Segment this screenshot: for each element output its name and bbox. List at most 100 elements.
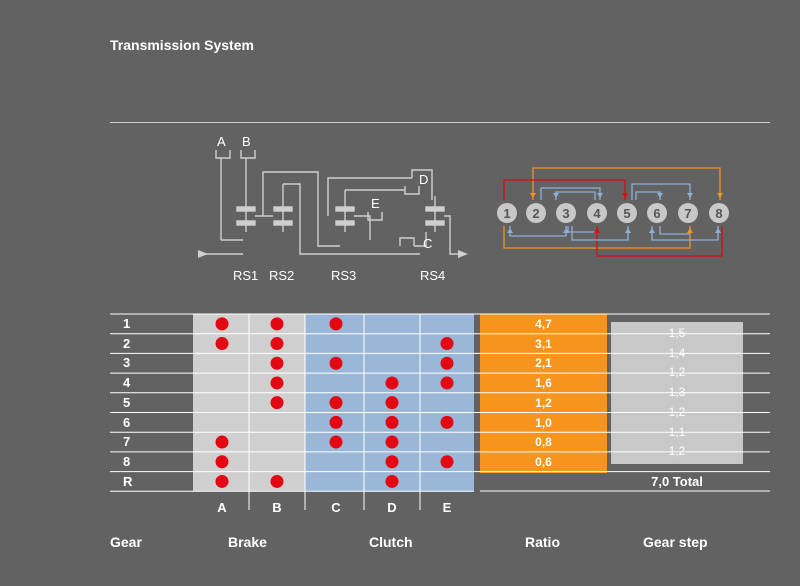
arrowhead xyxy=(649,228,655,233)
engaged-dot xyxy=(385,376,399,390)
gear-row-label: 8 xyxy=(123,453,131,469)
engaged-dot xyxy=(215,474,229,488)
total-ratio-spread: 7,0 Total xyxy=(651,474,703,489)
gear-row-label: 1 xyxy=(123,316,131,331)
gearset-label-rs4: RS4 xyxy=(420,268,445,283)
ratio-value: 1,6 xyxy=(535,376,552,391)
arrowhead xyxy=(597,193,603,198)
gear-step-value: 1,5 xyxy=(668,326,686,340)
gear-step-value: 1,2 xyxy=(668,404,686,419)
node-label: 8 xyxy=(715,206,722,221)
page-title: Transmission System xyxy=(110,37,254,53)
column-letter: A xyxy=(217,500,227,515)
node-6 xyxy=(647,203,667,223)
node-8 xyxy=(709,203,729,223)
engaged-dot xyxy=(329,317,343,331)
node-5 xyxy=(617,203,637,223)
engaged-dot xyxy=(329,396,343,410)
footer-ratio: Ratio xyxy=(525,534,560,550)
gear-row-label: 5 xyxy=(123,394,131,410)
gear-row-label: 6 xyxy=(123,414,131,430)
arrowhead xyxy=(530,193,536,198)
ratio-value: 0,6 xyxy=(535,454,552,469)
gear-step-value: 1,2 xyxy=(668,365,686,380)
node-label: 4 xyxy=(593,206,601,221)
footer-brake: Brake xyxy=(228,534,267,550)
engaged-dot xyxy=(215,317,229,331)
column-letter: E xyxy=(442,500,452,515)
footer-gear-step: Gear step xyxy=(643,534,708,550)
footer-clutch: Clutch xyxy=(369,534,413,550)
node-1 xyxy=(497,203,517,223)
clutch-label-c: C xyxy=(423,236,432,251)
brake-label-b: B xyxy=(242,134,251,149)
engaged-dot xyxy=(270,396,284,410)
node-4 xyxy=(587,203,607,223)
engaged-dot xyxy=(215,337,229,351)
arrowhead xyxy=(625,228,631,233)
gearset-label-rs1: RS1 xyxy=(233,268,258,283)
node-label: 5 xyxy=(623,206,630,221)
brake-label-a: A xyxy=(217,134,226,149)
clutch-label-e: E xyxy=(371,196,380,211)
column-letter: D xyxy=(387,500,397,515)
engaged-dot xyxy=(440,337,454,351)
engaged-dot xyxy=(385,435,399,449)
node-2 xyxy=(526,203,546,223)
arrowhead xyxy=(594,228,600,233)
engaged-dot xyxy=(385,415,399,429)
ratio-value: 2,1 xyxy=(535,356,552,371)
top-divider xyxy=(110,122,770,123)
gear-row-label: 3 xyxy=(123,355,131,371)
ratio-column-bg xyxy=(480,314,607,473)
arrowhead xyxy=(507,228,513,233)
engaged-dot xyxy=(440,415,454,429)
engaged-dot xyxy=(440,376,454,390)
arrowhead xyxy=(657,193,663,198)
gear-row-label: 7 xyxy=(123,434,131,450)
ratio-value: 0,8 xyxy=(535,435,552,450)
gear-row-label: R xyxy=(123,473,133,489)
gear-row-label: 2 xyxy=(123,335,131,351)
arrowhead xyxy=(715,228,721,233)
arrowhead xyxy=(553,193,559,198)
ratio-value: 1,0 xyxy=(535,415,552,430)
node-label: 1 xyxy=(503,206,510,221)
node-label: 7 xyxy=(684,206,691,221)
engaged-dot xyxy=(270,356,284,370)
engaged-dot xyxy=(329,356,343,370)
node-label: 3 xyxy=(562,206,569,221)
column-letter: B xyxy=(272,500,282,515)
node-label: 2 xyxy=(532,206,539,221)
gear-step-value: 1,2 xyxy=(668,444,686,459)
arrowhead xyxy=(687,193,693,198)
node-label: 6 xyxy=(653,206,660,221)
node-7 xyxy=(678,203,698,223)
engaged-dot xyxy=(215,455,229,469)
engaged-dot xyxy=(329,415,343,429)
engaged-dot xyxy=(270,337,284,351)
gear-row-label: 4 xyxy=(123,375,131,391)
ratio-value: 1,2 xyxy=(535,395,552,410)
engaged-dot xyxy=(385,396,399,410)
engaged-dot xyxy=(270,474,284,488)
gearset-label-rs2: RS2 xyxy=(269,268,294,283)
footer-gear: Gear xyxy=(110,534,142,550)
engaged-dot xyxy=(215,435,229,449)
engaged-dot xyxy=(440,455,454,469)
engaged-dot xyxy=(385,455,399,469)
arrowhead xyxy=(717,193,723,198)
gearset-label-rs3: RS3 xyxy=(331,268,356,283)
gear-step-value: 1,3 xyxy=(668,385,686,400)
ratio-value: 3,1 xyxy=(535,336,552,351)
engaged-dot xyxy=(270,317,284,331)
arrowhead xyxy=(687,228,693,233)
engaged-dot xyxy=(440,356,454,370)
node-3 xyxy=(556,203,576,223)
engaged-dot xyxy=(385,474,399,488)
gear-step-value: 1,4 xyxy=(668,345,686,360)
